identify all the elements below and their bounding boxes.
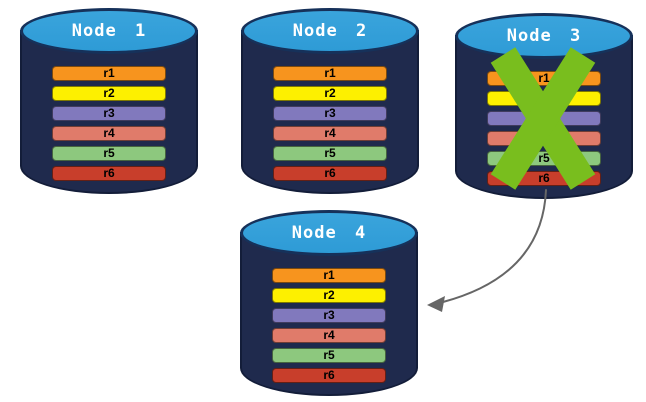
node-3-cylinder-top: Node 3	[455, 13, 633, 59]
node-4-row-r4: r4	[272, 328, 386, 343]
node-3-row-r2: r2	[487, 91, 601, 106]
node-2-row-r6: r6	[273, 166, 387, 181]
node-1-row-r5: r5	[52, 146, 166, 161]
node-2-cylinder: Node 2 r1 r2 r3 r4 r5 r6	[241, 8, 419, 194]
node-2-row-r5: r5	[273, 146, 387, 161]
node-4-cylinder: Node 4 r1 r2 r3 r4 r5 r6	[240, 210, 418, 396]
node-4-row-r6: r6	[272, 368, 386, 383]
node-1-row-r4: r4	[52, 126, 166, 141]
node-4-row-r2: r2	[272, 288, 386, 303]
node-3-row-r4: r4	[487, 131, 601, 146]
node-4-replica-stack: r1 r2 r3 r4 r5 r6	[272, 268, 386, 388]
node-3-row-r1: r1	[487, 71, 601, 86]
node-4-row-r5: r5	[272, 348, 386, 363]
node-1-cylinder-top: Node 1	[20, 8, 198, 54]
node-1-row-r3: r3	[52, 106, 166, 121]
node-2-row-r2: r2	[273, 86, 387, 101]
node-3-row-r6: r6	[487, 171, 601, 186]
node-2-row-r4: r4	[273, 126, 387, 141]
node-2-replica-stack: r1 r2 r3 r4 r5 r6	[273, 66, 387, 186]
node-1-row-r6: r6	[52, 166, 166, 181]
node-1-cylinder: Node 1 r1 r2 r3 r4 r5 r6	[20, 8, 198, 194]
node-4-row-r1: r1	[272, 268, 386, 283]
node-3-cylinder: Node 3 r1 r2 r3 r4 r5 r6	[455, 13, 633, 199]
node-3-replica-stack: r1 r2 r3 r4 r5 r6	[487, 71, 601, 191]
node-3-label: Node 3	[506, 26, 582, 46]
node-4-label: Node 4	[291, 223, 367, 243]
node-2-row-r1: r1	[273, 66, 387, 81]
node-4-cylinder-top: Node 4	[240, 210, 418, 256]
node-2-row-r3: r3	[273, 106, 387, 121]
node-1-label: Node 1	[71, 21, 147, 41]
node-2-label: Node 2	[292, 21, 368, 41]
arrow-node3-to-node4	[442, 189, 547, 303]
node-1-row-r2: r2	[52, 86, 166, 101]
node-3-row-r3: r3	[487, 111, 601, 126]
node-1-replica-stack: r1 r2 r3 r4 r5 r6	[52, 66, 166, 186]
arrowhead-icon	[427, 296, 445, 312]
node-4-row-r3: r3	[272, 308, 386, 323]
node-2-cylinder-top: Node 2	[241, 8, 419, 54]
node-1-row-r1: r1	[52, 66, 166, 81]
node-3-row-r5: r5	[487, 151, 601, 166]
